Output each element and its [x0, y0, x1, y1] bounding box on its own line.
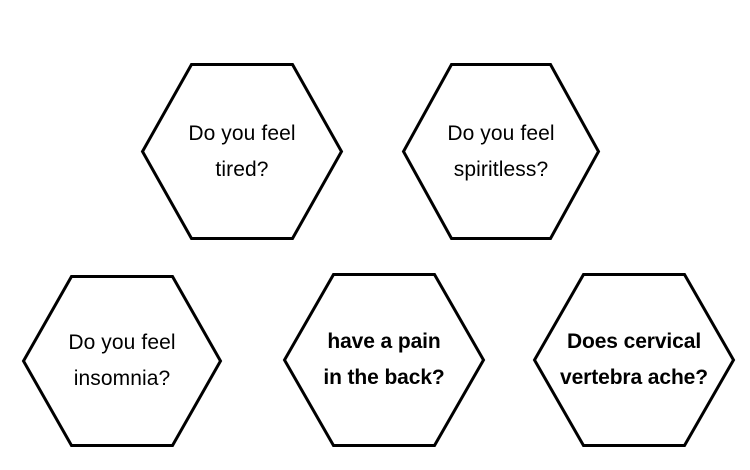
hexagon-shape-back-pain — [282, 273, 486, 447]
hexagon-shape-tired — [140, 63, 344, 240]
hexagon-label-cervical: Does cervical vertebra ache? — [559, 329, 708, 389]
hexagon-label-back-pain: have a pain in the back? — [323, 329, 445, 389]
hexagon-node-tired[interactable]: Do you feel tired? — [140, 63, 344, 240]
hexagon-node-spiritless[interactable]: Do you feel spiritless? — [401, 63, 601, 240]
hexagon-label-insomnia: Do you feel insomnia? — [68, 330, 176, 390]
hexagon-label-tired: Do you feel tired? — [188, 121, 296, 181]
hexagon-node-back-pain[interactable]: have a pain in the back? — [282, 273, 486, 447]
hexagon-shape-cervical — [532, 273, 736, 447]
hexagon-shape-insomnia — [21, 275, 223, 447]
hexagon-node-insomnia[interactable]: Do you feel insomnia? — [21, 275, 223, 447]
hexagon-node-cervical[interactable]: Does cervical vertebra ache? — [532, 273, 736, 447]
hexagon-shape-spiritless — [401, 63, 601, 240]
hexagon-label-spiritless: Do you feel spiritless? — [447, 121, 555, 181]
